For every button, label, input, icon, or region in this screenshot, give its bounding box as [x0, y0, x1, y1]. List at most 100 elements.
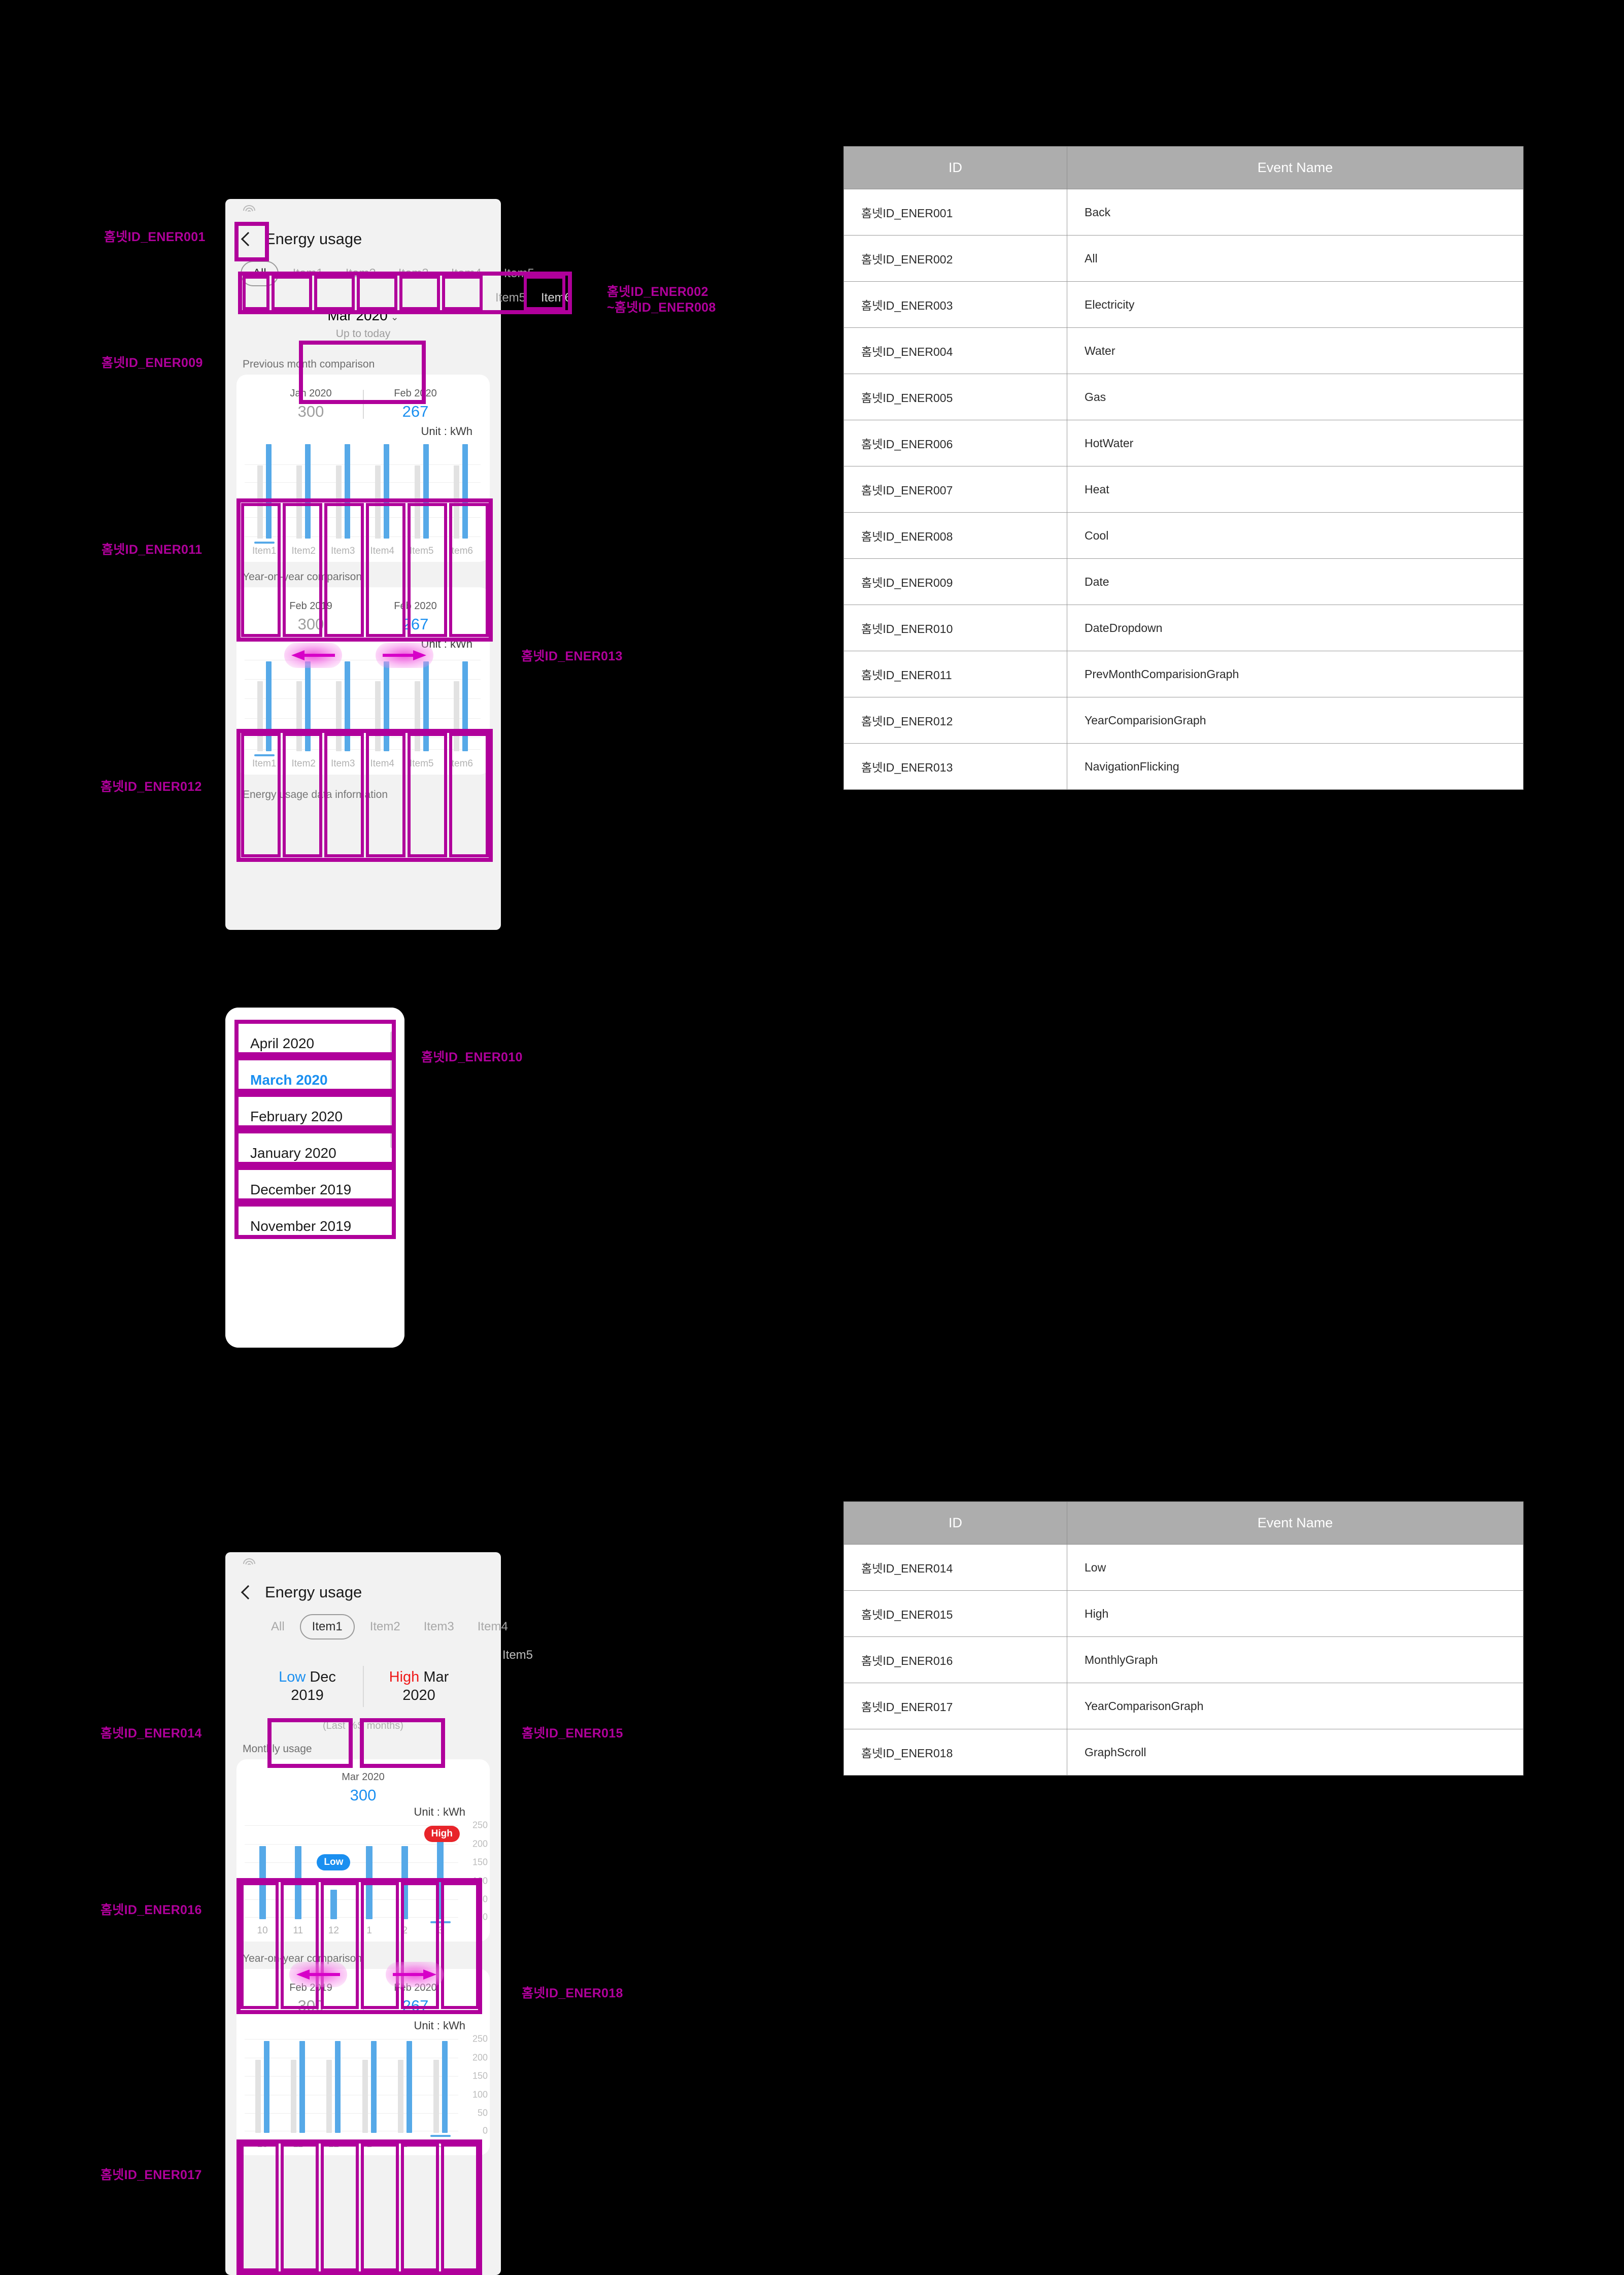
- tab-item3[interactable]: Item3: [423, 1620, 454, 1633]
- cell-event: Cool: [1067, 512, 1524, 559]
- dropdown-item-march-2020[interactable]: March 2020: [250, 1072, 328, 1088]
- cell-event: YearComparisionGraph: [1067, 697, 1524, 744]
- tab-item1[interactable]: Item1: [299, 1614, 355, 1640]
- bar-group: [363, 654, 402, 751]
- year-comparison-card-2: Feb 2019 300 Feb 2020 267 Unit : kWh: [236, 1968, 490, 2155]
- prev-month-plot[interactable]: [245, 441, 481, 544]
- year2-right-value: 267: [402, 1996, 429, 2015]
- date-dropdown-list[interactable]: April 2020 March 2020 February 2020 Janu…: [236, 1020, 398, 1335]
- y-tick: 150: [472, 1857, 488, 1867]
- high-summary-box[interactable]: High Mar 2020: [371, 1661, 467, 1712]
- y-tick: 250: [472, 1820, 488, 1830]
- tab-item6-overflow[interactable]: Item6: [541, 291, 572, 305]
- tab-all[interactable]: All: [271, 1620, 285, 1633]
- prev-month-section-label: Previous month comparison: [243, 358, 375, 370]
- dropdown-item-april-2020[interactable]: April 2020: [250, 1035, 315, 1051]
- bar-group: [245, 1822, 280, 1919]
- cell-id: 홈넷ID_ENER017: [843, 1683, 1067, 1729]
- dropdown-item-february-2020[interactable]: February 2020: [250, 1109, 343, 1124]
- table1-header-event: Event Name: [1067, 146, 1524, 189]
- annotation-ener017: 홈넷ID_ENER017: [100, 2168, 202, 2182]
- prev-month-card-head: Jan 2020 300 Feb 2020 267: [236, 382, 490, 424]
- y-tick: 200: [472, 1838, 488, 1849]
- wifi-icon: [243, 205, 256, 215]
- table2-header-id: ID: [843, 1501, 1067, 1545]
- tab-item2[interactable]: Item2: [345, 266, 376, 280]
- high-badge: High: [424, 1826, 460, 1843]
- tab-item5[interactable]: Item5: [503, 266, 534, 280]
- high-key-label: High: [389, 1669, 420, 1685]
- x-label: 3: [437, 1925, 444, 1936]
- tab-item2[interactable]: Item2: [369, 1620, 400, 1633]
- cell-id: 홈넷ID_ENER007: [843, 466, 1067, 513]
- dropdown-item-december-2019[interactable]: December 2019: [250, 1182, 352, 1197]
- bar-group: [284, 441, 324, 539]
- tab-all[interactable]: All: [241, 261, 279, 286]
- cell-event: Low: [1067, 1544, 1524, 1591]
- graph-scroll-left-indicator[interactable]: [289, 1962, 347, 1987]
- x-label: Item5: [409, 758, 434, 769]
- cell-id: 홈넷ID_ENER002: [843, 235, 1067, 282]
- date-sub-label: Up to today: [335, 328, 391, 340]
- back-chevron-icon[interactable]: [239, 231, 254, 247]
- bar-group: [423, 2035, 458, 2137]
- year-comparison-plot[interactable]: [245, 654, 481, 756]
- prev-unit-label: Unit : kWh: [421, 425, 472, 438]
- category-tab-row[interactable]: All Item1 Item2 Item3 Item4 Item5: [225, 258, 534, 289]
- cell-event: NavigationFlicking: [1067, 743, 1524, 790]
- tab-item3[interactable]: Item3: [398, 266, 429, 280]
- cell-event: Date: [1067, 558, 1524, 605]
- graph-scroll-right-indicator[interactable]: [386, 1962, 444, 1987]
- tab-item4[interactable]: Item4: [477, 1620, 508, 1633]
- tab-item1[interactable]: Item1: [292, 266, 323, 280]
- annotation-ener001: 홈넷ID_ENER001: [104, 230, 206, 244]
- date-selector[interactable]: Mar 2020⌄ Up to today: [305, 303, 422, 347]
- page-title: Energy usage: [265, 1583, 362, 1601]
- low-key-label: Low: [279, 1669, 306, 1685]
- prev-x-labels: Item1 Item2 Item3 Item4 Item5 Item6: [245, 539, 481, 557]
- prev-left-month: Jan 2020: [290, 388, 332, 399]
- monthly-usage-label: Monthly usage: [243, 1743, 312, 1755]
- y-tick: 200: [472, 2052, 488, 2063]
- monthly-y-axis: 250 200 150 100 50 0: [460, 1820, 488, 1922]
- x-label: 10: [257, 1925, 268, 1936]
- category-tab-row[interactable]: All Item1 Item2 Item3 Item4: [225, 1611, 508, 1643]
- tab-item5-overflow[interactable]: Item5: [495, 291, 526, 305]
- back-chevron-icon[interactable]: [239, 1585, 254, 1600]
- tab-item5-overflow-2[interactable]: Item5: [502, 1648, 533, 1662]
- year2-unit-label: Unit : kWh: [414, 2019, 465, 2032]
- cell-id: 홈넷ID_ENER004: [843, 327, 1067, 374]
- dropdown-item-january-2020[interactable]: January 2020: [250, 1145, 336, 1161]
- dropdown-item-november-2019[interactable]: November 2019: [250, 1218, 352, 1234]
- status-bar: [225, 199, 501, 220]
- monthly-usage-plot[interactable]: 250 200 150 100 50 0 Low: [245, 1820, 488, 1923]
- bar-group: [363, 441, 402, 539]
- bar-group: [245, 441, 284, 544]
- dropdown-scrollbar[interactable]: [390, 1031, 393, 1148]
- cell-event: PrevMonthComparisionGraph: [1067, 651, 1524, 697]
- y-tick: 0: [482, 1912, 488, 1922]
- x-label: Item4: [370, 546, 395, 556]
- bar-group: High: [423, 1822, 460, 1923]
- x-label: 10: [257, 2138, 268, 2150]
- bar-group: Low: [316, 1822, 351, 1919]
- x-label: Item2: [291, 546, 316, 556]
- year-comparison-plot-2[interactable]: 250 200 150 100 50 0: [245, 2034, 488, 2137]
- x-label: Item1: [252, 758, 277, 769]
- tab-item4[interactable]: Item4: [451, 266, 482, 280]
- cell-id: 홈넷ID_ENER003: [843, 281, 1067, 328]
- table2-header-event: Event Name: [1067, 1501, 1524, 1545]
- monthly-value-label: 300: [350, 1786, 377, 1804]
- flick-right-indicator[interactable]: [376, 643, 433, 668]
- cell-id: 홈넷ID_ENER016: [843, 1636, 1067, 1683]
- low-summary-box[interactable]: Low Dec 2019: [259, 1661, 356, 1712]
- flick-left-indicator[interactable]: [284, 643, 342, 668]
- bar-group: [323, 441, 363, 539]
- x-label: 1: [366, 1925, 372, 1936]
- energy-data-info-label: Energy usage data information: [243, 789, 388, 800]
- annotation-ener002-008: 홈넷ID_ENER002 ~홈넷ID_ENER008: [607, 285, 716, 315]
